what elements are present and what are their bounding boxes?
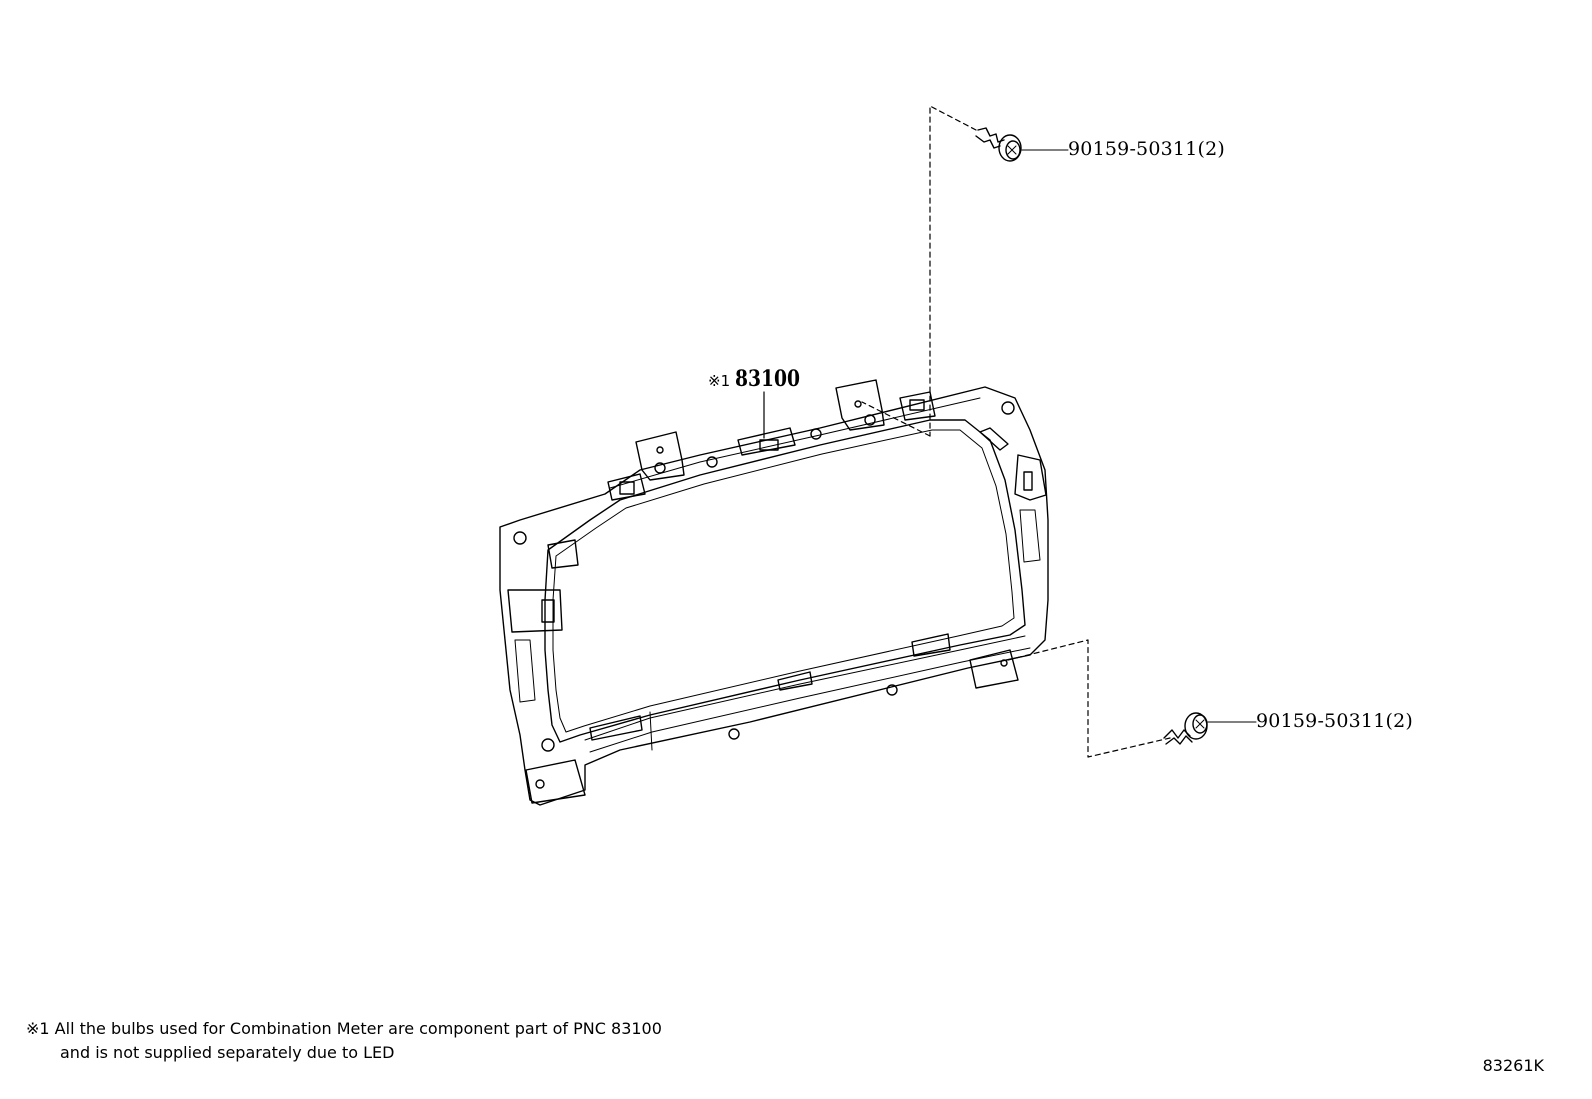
- main-part-callout[interactable]: ※1 83100: [708, 366, 812, 392]
- bottom-screw: [1163, 712, 1257, 745]
- footnote-line-2: and is not supplied separately due to LE…: [60, 1043, 395, 1062]
- diagram-code: 83261K: [1482, 1056, 1544, 1075]
- footnote-line-1: ※1 All the bulbs used for Combination Me…: [26, 1019, 662, 1038]
- top-screw: [975, 127, 1069, 162]
- top-screw-part-number[interactable]: 90159-50311(2): [1068, 138, 1226, 160]
- footnote: ※1 All the bulbs used for Combination Me…: [26, 1017, 662, 1065]
- main-part-number: 83100: [735, 366, 801, 392]
- assembly-lines: [861, 105, 1171, 758]
- bottom-screw-part-number[interactable]: 90159-50311(2): [1256, 710, 1414, 732]
- meter-housing: [499, 379, 1049, 806]
- footnote-reference-mark: ※1: [708, 372, 731, 390]
